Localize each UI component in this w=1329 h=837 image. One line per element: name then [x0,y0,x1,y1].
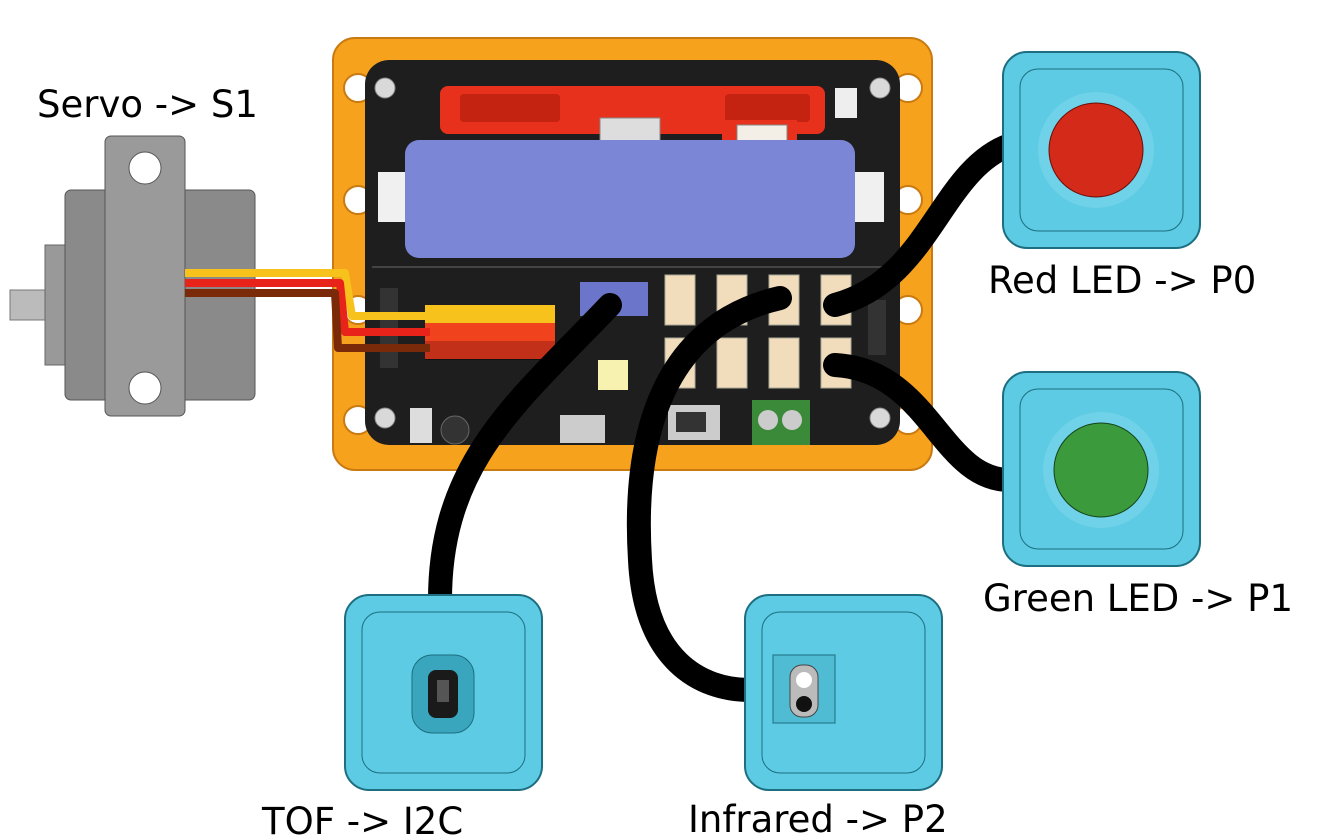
infrared-module [744,594,943,791]
green-led-label: Green LED -> P1 [983,577,1294,620]
green-led-module [1002,371,1201,567]
servo-label: Servo -> S1 [37,83,258,126]
red-led-module [1002,51,1201,249]
infrared-label: Infrared -> P2 [688,798,948,837]
tof-module [344,594,543,791]
servo-wires [185,269,430,352]
controller-board [332,37,933,471]
red-led-label: Red LED -> P0 [988,259,1257,302]
servo-pin-header [425,305,555,360]
tof-label: TOF -> I2C [262,800,464,837]
sensor-cables [428,133,1022,702]
